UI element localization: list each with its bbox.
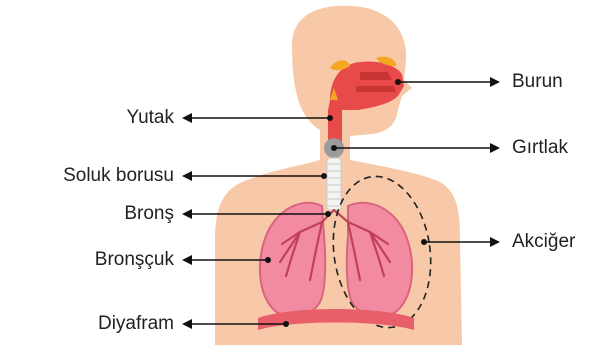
label-bronscuk: Bronşçuk bbox=[95, 249, 174, 271]
arrow-burun bbox=[395, 77, 500, 87]
label-burun: Burun bbox=[512, 71, 563, 93]
label-akciger: Akciğer bbox=[512, 231, 575, 253]
arrow-girtlak bbox=[331, 143, 500, 153]
label-soluk-borusu: Soluk borusu bbox=[63, 165, 174, 187]
trachea-shape bbox=[327, 158, 341, 210]
label-girtlak: Gırtlak bbox=[512, 137, 568, 159]
label-yutak: Yutak bbox=[126, 107, 174, 129]
label-diyafram: Diyafram bbox=[98, 313, 174, 335]
label-bronc: Bronş bbox=[124, 203, 174, 225]
